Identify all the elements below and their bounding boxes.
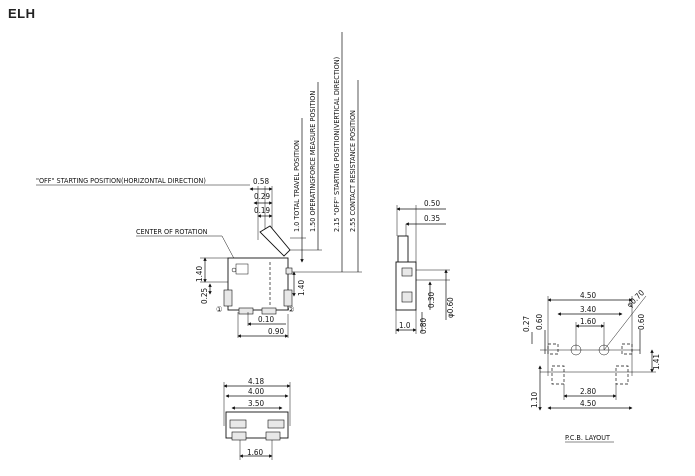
actuator	[259, 225, 291, 257]
dim-160-pcb: 1.60	[580, 317, 596, 326]
dim-450-bottom: 4.50	[580, 399, 596, 408]
label-operating-force: 1.50 OPERATINGFORCE MEASURE POSITION	[308, 91, 317, 232]
dim-050: 0.50	[424, 199, 440, 208]
label-off-horizontal: "OFF" STARTING POSITION(HORIZONTAL DIREC…	[36, 176, 206, 185]
terminal-1-label: ①	[216, 305, 222, 314]
dim-340: 3.40	[580, 305, 596, 314]
dim-060-right: 0.60	[637, 314, 646, 330]
dim-350: 3.50	[248, 399, 264, 408]
side-view: 0.50 0.35 0.30 φ0.60 0.80 1.0	[395, 199, 455, 334]
dim-450-top: 4.50	[580, 291, 596, 300]
dim-035: 0.35	[424, 214, 440, 223]
pcb-caption: P.C.B. LAYOUT	[565, 433, 610, 442]
dim-090: 0.90	[268, 327, 284, 336]
dim-110: 1.10	[530, 392, 539, 408]
dim-400: 4.00	[248, 387, 264, 396]
dim-140-left: 1.40	[195, 266, 204, 282]
page-title: ELH	[8, 6, 36, 21]
dim-phi070: φ0.70	[625, 288, 646, 309]
bottom-view: 4.18 4.00 3.50 1.60	[223, 377, 291, 460]
label-total-travel: 1.0 TOTAL TRAVEL POSITION	[292, 140, 301, 232]
dim-019: 0.19	[254, 206, 270, 215]
dim-060-left: 0.60	[535, 314, 544, 330]
switch-body	[227, 257, 289, 311]
dim-080: 0.80	[419, 318, 428, 334]
dim-010: 0.10	[258, 315, 274, 324]
side-actuator	[397, 235, 409, 265]
pcb-layout: 4.50 3.40 1.60 φ0.70 0.27 0.60 0.60 1.41…	[522, 288, 661, 443]
dim-280: 2.80	[580, 387, 596, 396]
front-view: 1.0 TOTAL TRAVEL POSITION 1.50 OPERATING…	[36, 32, 362, 338]
terminal-2-label: ②	[288, 305, 294, 314]
dim-058: 0.58	[253, 177, 269, 186]
dim-141: 1.41	[652, 354, 661, 370]
label-off-vertical: 2.15 "OFF" STARTING POSITION(VERTICAL DI…	[332, 57, 341, 232]
dim-029: 0.29	[254, 192, 270, 201]
label-contact-resistance: 2.55 CONTACT RESISTANCE POSITION	[348, 110, 357, 232]
label-center-of-rotation: CENTER OF ROTATION	[136, 227, 208, 236]
dim-phi060: φ0.60	[446, 297, 455, 318]
dim-030: 0.30	[427, 292, 436, 308]
dim-10: 1.0	[399, 321, 411, 330]
dim-160-bottom: 1.60	[247, 448, 263, 457]
dim-140-right: 1.40	[297, 280, 306, 296]
dim-027: 0.27	[522, 316, 531, 332]
dim-025: 0.25	[200, 288, 209, 304]
dim-418: 4.18	[248, 377, 264, 386]
